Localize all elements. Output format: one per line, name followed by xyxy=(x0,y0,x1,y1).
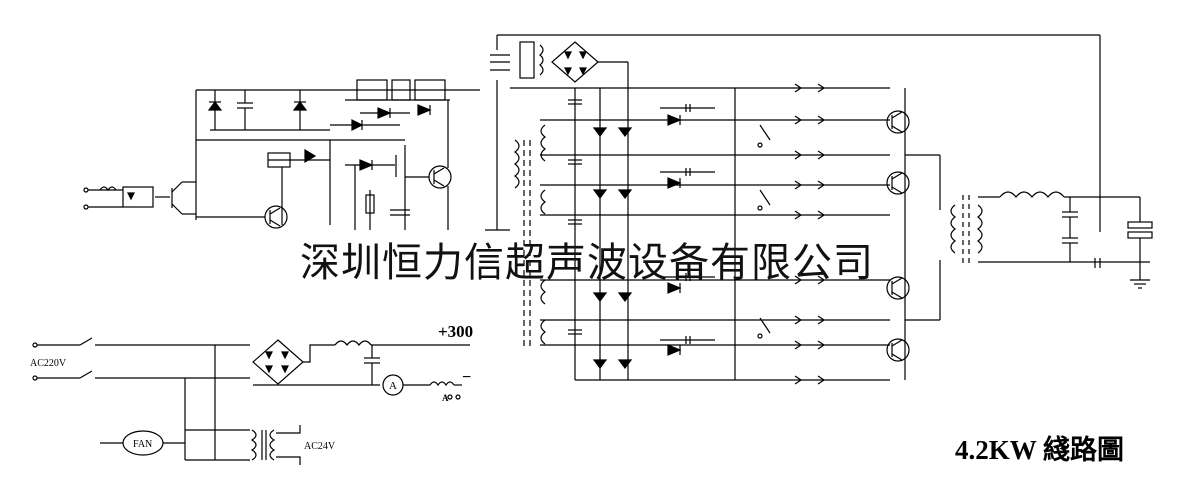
output-transformer-secondary xyxy=(977,204,983,254)
voltage-plus-label: +300 xyxy=(438,322,473,341)
bridge-rectifier-top xyxy=(551,41,599,83)
capacitor-c1 xyxy=(237,90,253,130)
gate-switches xyxy=(757,124,771,339)
ultrasonic-transducer xyxy=(1127,197,1153,270)
bus-capacitors xyxy=(568,99,582,335)
ac24-label: AC24V xyxy=(304,441,336,452)
optocoupler-input xyxy=(122,181,183,215)
output-stage xyxy=(950,191,1153,289)
filter-capacitor xyxy=(364,345,380,385)
mains-input-section xyxy=(32,337,470,465)
optocoupler-mid xyxy=(345,155,397,177)
led-indicator xyxy=(417,104,432,116)
signal-arrows xyxy=(794,83,826,385)
mains-label: AC220V xyxy=(30,358,67,369)
resistor-r4 xyxy=(365,194,375,214)
snubber-1 xyxy=(660,104,715,126)
tuning-capacitors xyxy=(1062,197,1101,268)
igbt-3 xyxy=(886,276,910,300)
voltage-minus-label: − xyxy=(462,369,471,386)
ac24-transformer xyxy=(250,429,257,461)
bridge-rectifier-main xyxy=(252,339,304,385)
zener-diode-2 xyxy=(292,90,308,130)
transistor-q1 xyxy=(264,205,288,229)
diode-d2 xyxy=(330,119,400,131)
power-stage xyxy=(510,83,941,385)
igbt-1 xyxy=(886,110,910,134)
snubber-4 xyxy=(660,336,715,356)
aux-transformer xyxy=(519,41,535,79)
filter-inductor xyxy=(334,340,372,346)
ground-symbol xyxy=(1130,270,1150,289)
aux-supply xyxy=(485,34,1101,380)
control-section xyxy=(83,79,480,230)
diode-d1 xyxy=(360,107,410,119)
series-inductor xyxy=(999,191,1065,198)
output-transformer-primary xyxy=(950,204,956,254)
fan-label: FAN xyxy=(133,439,152,450)
snubber-3 xyxy=(660,273,715,294)
ammeter-label: A xyxy=(389,380,397,392)
zener-diode-1 xyxy=(207,90,223,130)
igbt-4 xyxy=(886,338,910,362)
transistor-q2 xyxy=(428,165,452,189)
node-a-label: A xyxy=(442,393,449,403)
diagram-title: 4.2KW 綫路圖 xyxy=(955,435,1125,465)
company-watermark: 深圳恒力信超声波设备有限公司 xyxy=(300,240,874,286)
snubber-2 xyxy=(660,168,715,189)
igbt-2 xyxy=(886,171,910,195)
capacitor-c2 xyxy=(390,209,410,216)
diode-bank-1 xyxy=(592,127,633,369)
